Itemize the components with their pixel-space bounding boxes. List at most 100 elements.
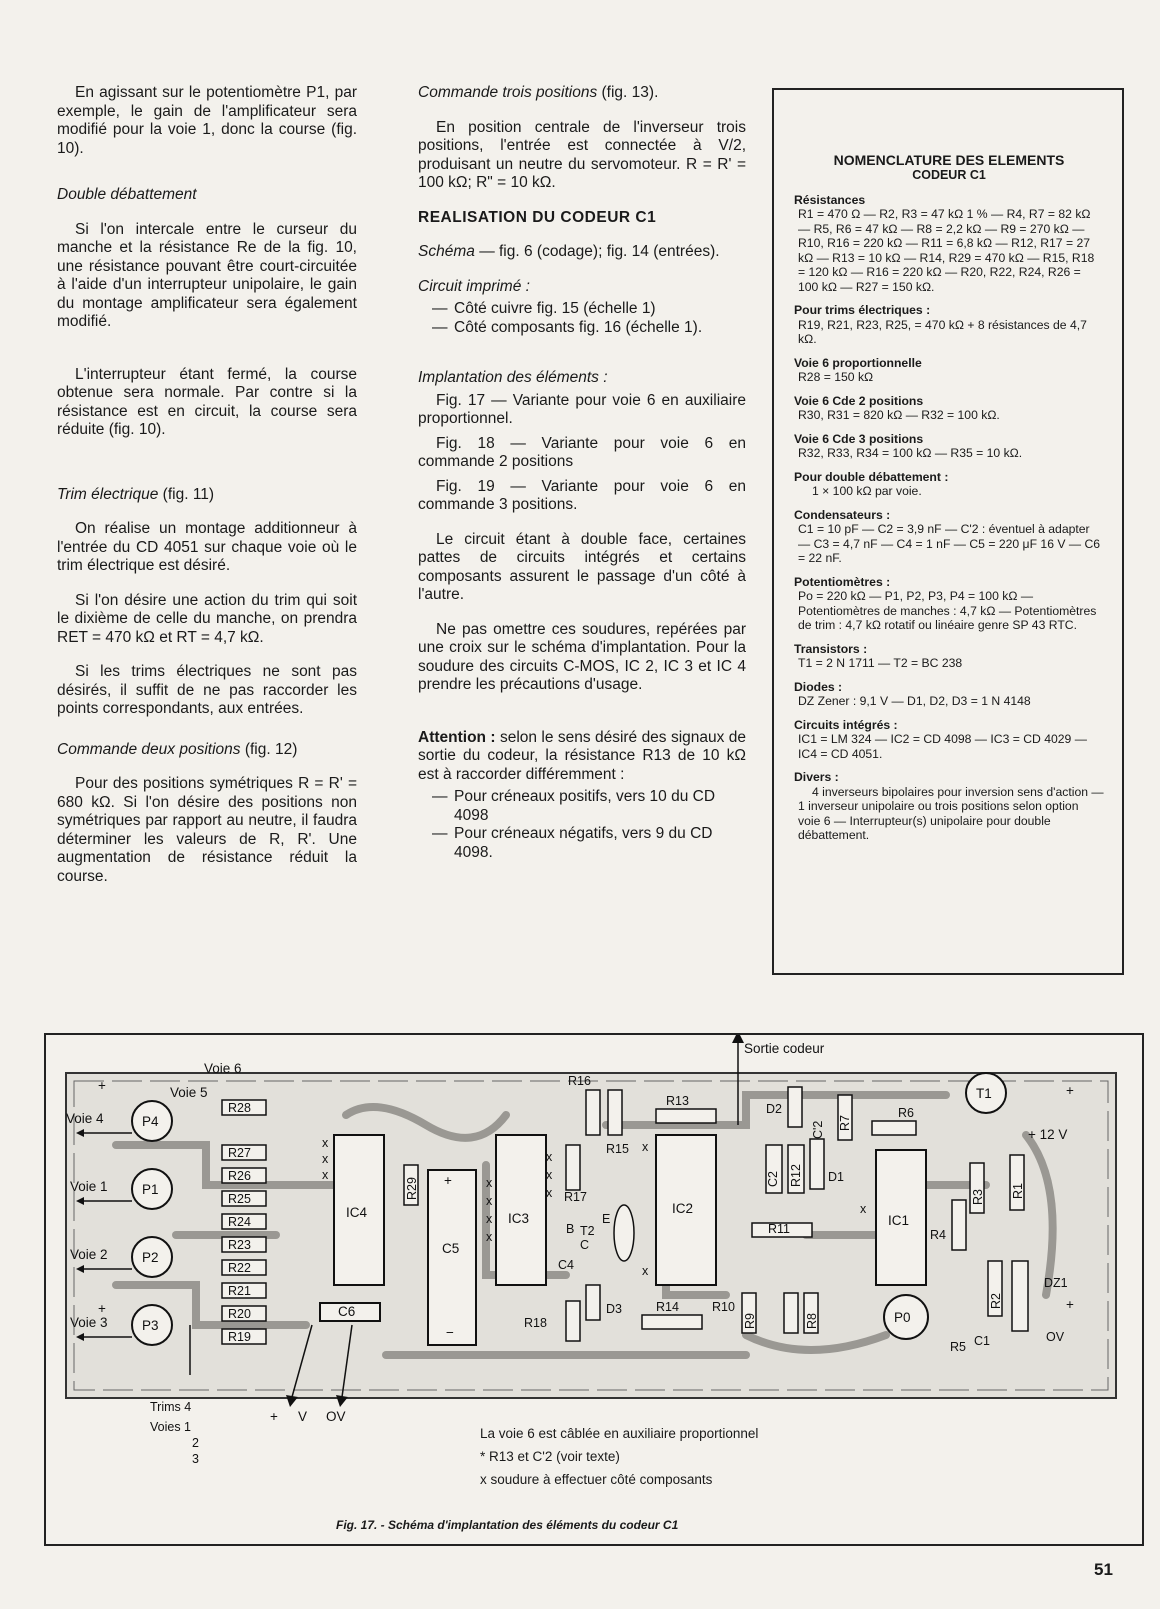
bottom-ov-label: OV	[326, 1409, 346, 1424]
svg-text:R9: R9	[743, 1313, 757, 1329]
svg-text:DZ1: DZ1	[1044, 1276, 1068, 1290]
svg-text:P0: P0	[894, 1310, 911, 1325]
pot-p2: P2	[131, 1236, 173, 1278]
nomen-text: R1 = 470 Ω — R2, R3 = 47 kΩ 1 % — R4, R7…	[798, 207, 1095, 294]
subheading: Implantation des éléments :	[418, 369, 608, 386]
svg-text:x: x	[486, 1176, 493, 1190]
trims-label: Trims 4	[150, 1400, 191, 1414]
voie-arrows	[84, 1132, 132, 1338]
svg-text:R2: R2	[989, 1293, 1003, 1309]
svg-text:T2: T2	[580, 1224, 595, 1238]
svg-text:R23: R23	[228, 1238, 251, 1252]
svg-text:R13: R13	[666, 1094, 689, 1108]
paragraph: Si l'on intercale entre le curseur du ma…	[57, 220, 357, 331]
svg-text:x: x	[322, 1152, 329, 1166]
svg-text:C2: C2	[766, 1171, 780, 1187]
svg-text:IC1: IC1	[888, 1213, 909, 1228]
list-item: —Pour créneaux positifs, vers 10 du CD 4…	[432, 788, 716, 824]
svg-text:R27: R27	[228, 1146, 251, 1160]
component-layout-diagram: Sortie codeur P4 P1 P2 P3 Voie 6 Voie 5 …	[65, 1035, 1117, 1466]
svg-text:R20: R20	[228, 1307, 251, 1321]
svg-text:IC2: IC2	[672, 1201, 693, 1216]
nomen-text: R28 = 150 kΩ	[798, 370, 874, 384]
paragraph: Fig. 17 — Variante pour voie 6 en auxili…	[418, 391, 746, 428]
misc-components	[403, 1086, 1029, 1342]
svg-text:+: +	[444, 1173, 452, 1188]
nomen-text: T1 = 2 N 1711 — T2 = BC 238	[798, 656, 963, 670]
ic-packages	[319, 1134, 927, 1346]
svg-text:x: x	[860, 1202, 867, 1216]
svg-text:D2: D2	[766, 1102, 782, 1116]
svg-text:R14: R14	[656, 1300, 679, 1314]
plus12-label: + 12 V	[1028, 1127, 1067, 1142]
svg-text:x: x	[322, 1136, 329, 1150]
svg-text:+: +	[1066, 1297, 1074, 1312]
section-heading: Commande trois positions (fig. 13).	[418, 84, 659, 101]
voies-label: Voies 1	[150, 1420, 191, 1434]
paragraph: Attention : selon le sens désiré des sig…	[418, 728, 746, 783]
nomen-heading: Pour trims électriques :	[794, 303, 931, 317]
list-item: —Pour créneaux négatifs, vers 9 du CD 40…	[432, 825, 713, 861]
svg-text:B: B	[566, 1222, 574, 1236]
svg-text:R17: R17	[564, 1190, 587, 1204]
bottom-v-label: V	[298, 1409, 307, 1424]
pcb-border	[73, 1080, 1109, 1391]
text-column-1: En agissant sur le potentiomètre P1, par…	[57, 84, 357, 902]
svg-text:OV: OV	[1046, 1330, 1065, 1344]
sortie-label: Sortie codeur	[744, 1041, 825, 1056]
svg-text:IC4: IC4	[346, 1205, 368, 1220]
nomenclature-subtitle: CODEUR C1	[912, 168, 986, 182]
section-heading: Commande deux positions (fig. 12)	[57, 740, 298, 758]
nomen-text: C1 = 10 pF — C2 = 3,9 nF — C'2 : éventue…	[798, 522, 1101, 565]
voie5-label: Voie 5	[170, 1085, 208, 1100]
svg-text:R4: R4	[930, 1228, 946, 1242]
nomen-heading: Circuits intégrés :	[794, 717, 898, 732]
voies-3-label: 3	[192, 1452, 199, 1466]
figure-17-frame: Sortie codeur P4 P1 P2 P3 Voie 6 Voie 5 …	[44, 1033, 1144, 1546]
svg-text:IC3: IC3	[508, 1211, 529, 1226]
svg-text:−: −	[446, 1325, 454, 1340]
voie4-label: Voie 4	[66, 1111, 104, 1126]
svg-text:R25: R25	[228, 1192, 251, 1206]
paragraph: Pour des positions symétriques R = R' = …	[57, 775, 357, 885]
svg-text:P4: P4	[142, 1114, 159, 1129]
nomen-text: IC1 = LM 324 — IC2 = CD 4098 — IC3 = CD …	[798, 732, 1087, 761]
nomen-heading: Pour double débattement :	[794, 469, 949, 484]
pot-p1: P1	[131, 1168, 173, 1210]
svg-text:R5: R5	[950, 1340, 966, 1354]
svg-text:C: C	[580, 1238, 589, 1252]
svg-text:R6: R6	[898, 1106, 914, 1120]
nomen-text: R30, R31 = 820 kΩ — R32 = 100 kΩ.	[798, 408, 1000, 422]
paragraph: On réalise un montage additionneur à l'e…	[57, 520, 357, 574]
arrow-down-icon	[286, 1395, 348, 1407]
arrow-left-icon	[76, 1129, 84, 1341]
svg-text:C6: C6	[338, 1304, 355, 1319]
nomen-text: R19, R21, R23, R25, = 470 kΩ + 8 résista…	[798, 317, 1087, 347]
nomen-heading: Potentiomètres :	[794, 574, 891, 589]
paragraph: Si les trims électriques ne sont pas dés…	[57, 663, 357, 717]
pot-p3: P3	[131, 1304, 173, 1346]
voie1-label: Voie 1	[70, 1179, 108, 1194]
svg-text:R19: R19	[228, 1330, 251, 1344]
svg-text:R15: R15	[606, 1142, 629, 1156]
voie2-label: Voie 2	[70, 1247, 108, 1262]
nomen-heading: Résistances	[794, 192, 866, 207]
svg-text:R24: R24	[228, 1215, 251, 1229]
svg-text:P1: P1	[142, 1182, 159, 1197]
svg-text:C'2: C'2	[811, 1121, 825, 1139]
paragraph: Le circuit étant à double face, certaine…	[418, 530, 746, 604]
section-heading: Double débattement	[57, 186, 197, 203]
paragraph: Ne pas omettre ces soudures, repérées pa…	[418, 620, 746, 694]
svg-text:D3: D3	[606, 1302, 622, 1316]
svg-text:R7: R7	[838, 1115, 852, 1131]
svg-text:P3: P3	[142, 1318, 159, 1333]
paragraph: Fig. 18 — Variante pour voie 6 en comman…	[418, 434, 746, 471]
resistor-ladder	[221, 1099, 267, 1345]
paragraph: En agissant sur le potentiomètre P1, par…	[57, 84, 357, 157]
figure-note-3: x soudure à effectuer côté composants	[480, 1472, 713, 1487]
nomen-heading: Voie 6 Cde 3 positions	[794, 431, 924, 446]
paragraph: Si l'on désire une action du trim qui so…	[57, 591, 357, 646]
svg-text:x: x	[486, 1212, 493, 1226]
